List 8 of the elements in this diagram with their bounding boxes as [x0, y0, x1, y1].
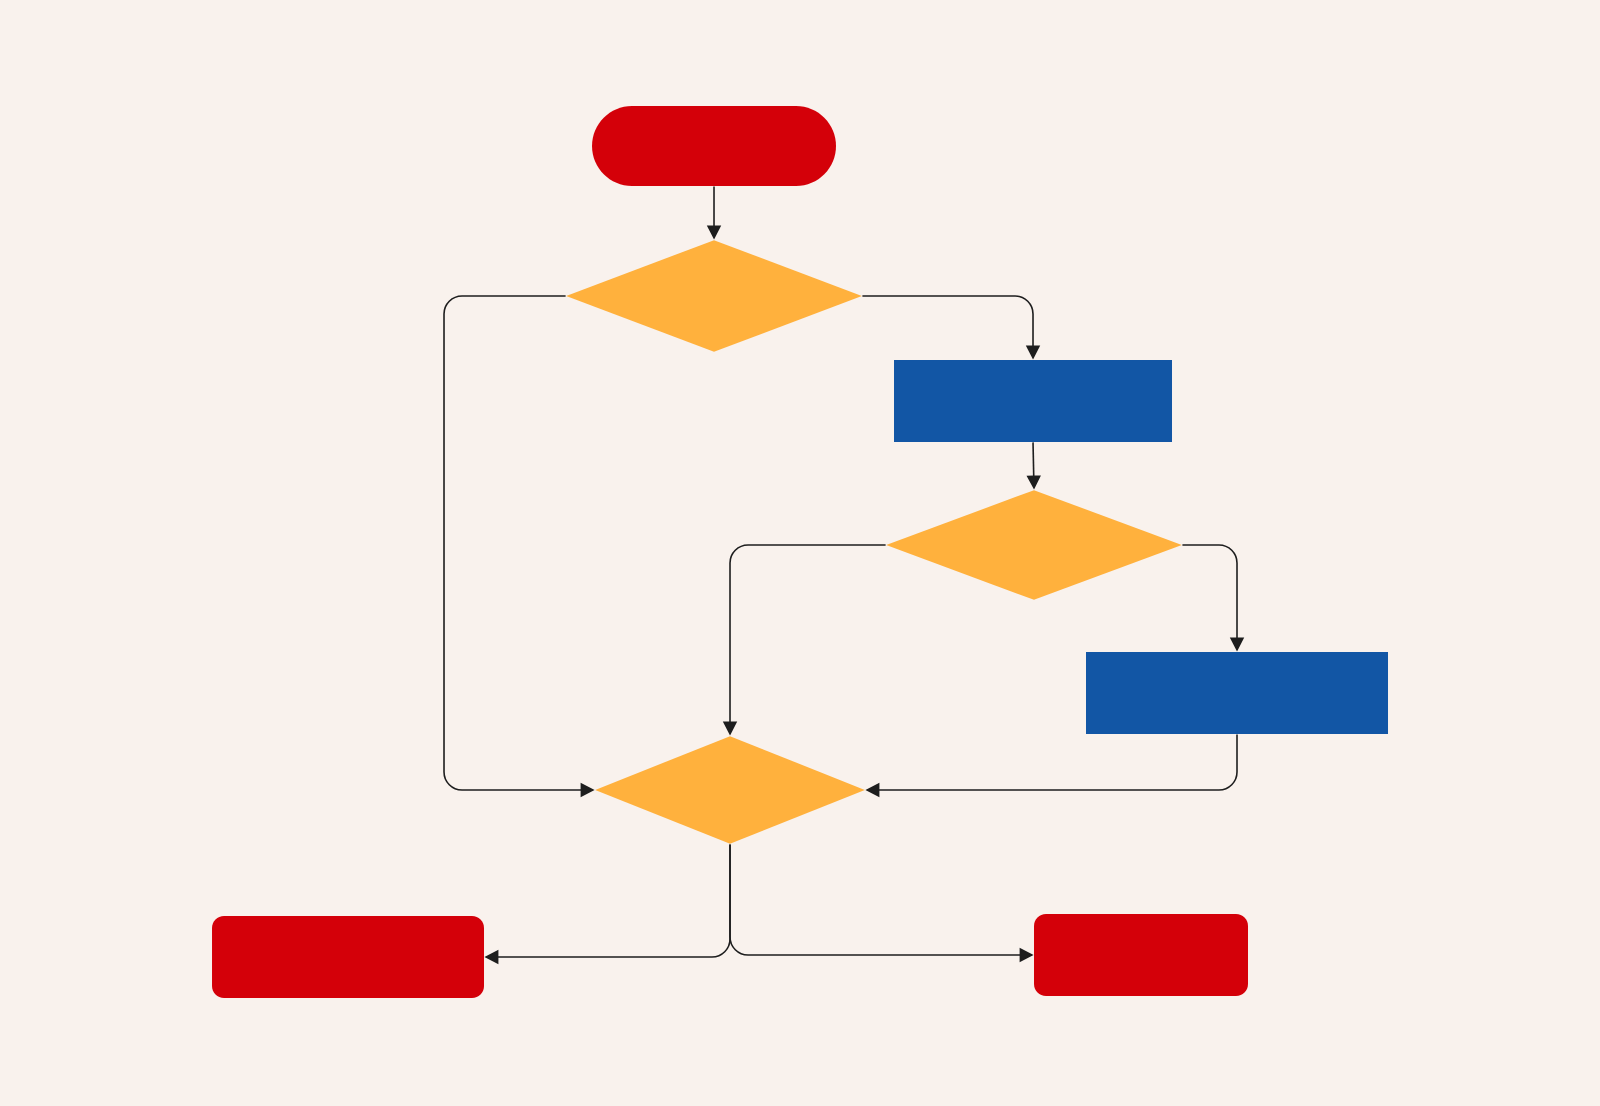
decision-diamond: [886, 490, 1182, 600]
end-box: [212, 916, 484, 998]
decision-diamond: [595, 736, 865, 844]
process-box: [1086, 652, 1388, 734]
decision-diamond: [566, 240, 862, 352]
start-pill: [592, 106, 836, 186]
end-box: [1034, 914, 1248, 996]
process-box: [894, 360, 1172, 442]
